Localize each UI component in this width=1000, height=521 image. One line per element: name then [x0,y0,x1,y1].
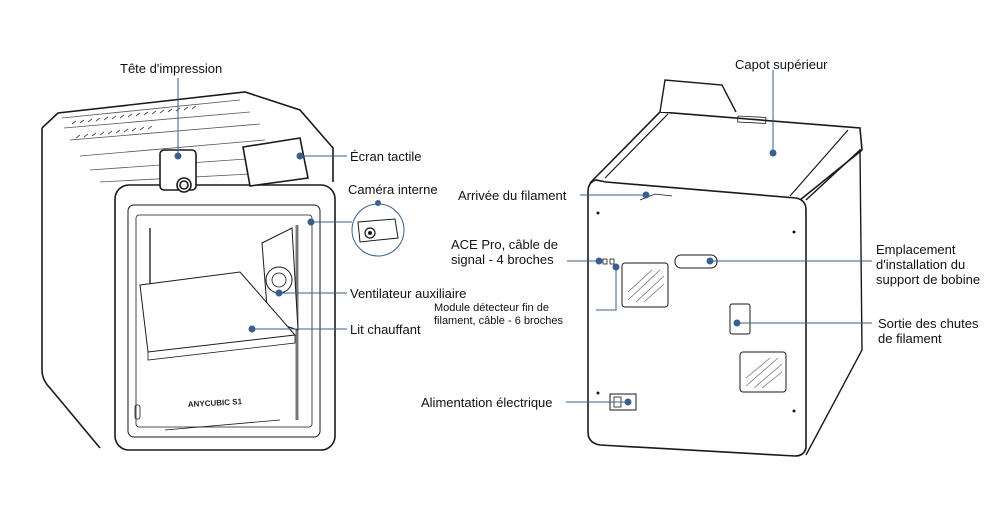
label-ace-pro-cable: ACE Pro, câble de signal - 4 broches [451,237,558,267]
label-internal-camera: Caméra interne [348,182,438,197]
label-spool-holder: Emplacement d'installation du support de… [876,242,981,287]
label-power: Alimentation électrique [421,395,553,410]
waste-outlet [729,303,751,335]
label-waste-outlet: Sortie des chutes de filament [878,316,979,346]
label-filament-inlet: Arrivée du filament [458,188,567,203]
label-heated-bed: Lit chauffant [350,322,421,337]
label-top-cover: Capot supérieur [735,57,828,72]
front-left-side [41,128,101,449]
front-printer [41,91,336,451]
rear-vent-2 [739,351,787,393]
rear-vent-1 [621,262,669,308]
front-door [127,204,321,438]
front-brand-text: ANYCUBIC S1 [188,397,243,409]
front-top-frame [41,91,334,182]
label-runout-module: Module détecteur fin de filament, câble … [434,302,564,327]
callouts [174,70,872,406]
label-print-head: Tête d'impression [120,61,223,76]
touch-screen-body [242,137,309,187]
label-aux-fan: Ventilateur auxiliaire [350,286,467,301]
lid-flap [659,79,737,113]
front-frame [114,184,336,451]
camera-inset [351,203,405,257]
aux-fan-body [261,227,299,331]
label-touch-screen: Écran tactile [350,149,422,164]
rear-face [587,179,807,457]
rear-printer [587,79,863,457]
